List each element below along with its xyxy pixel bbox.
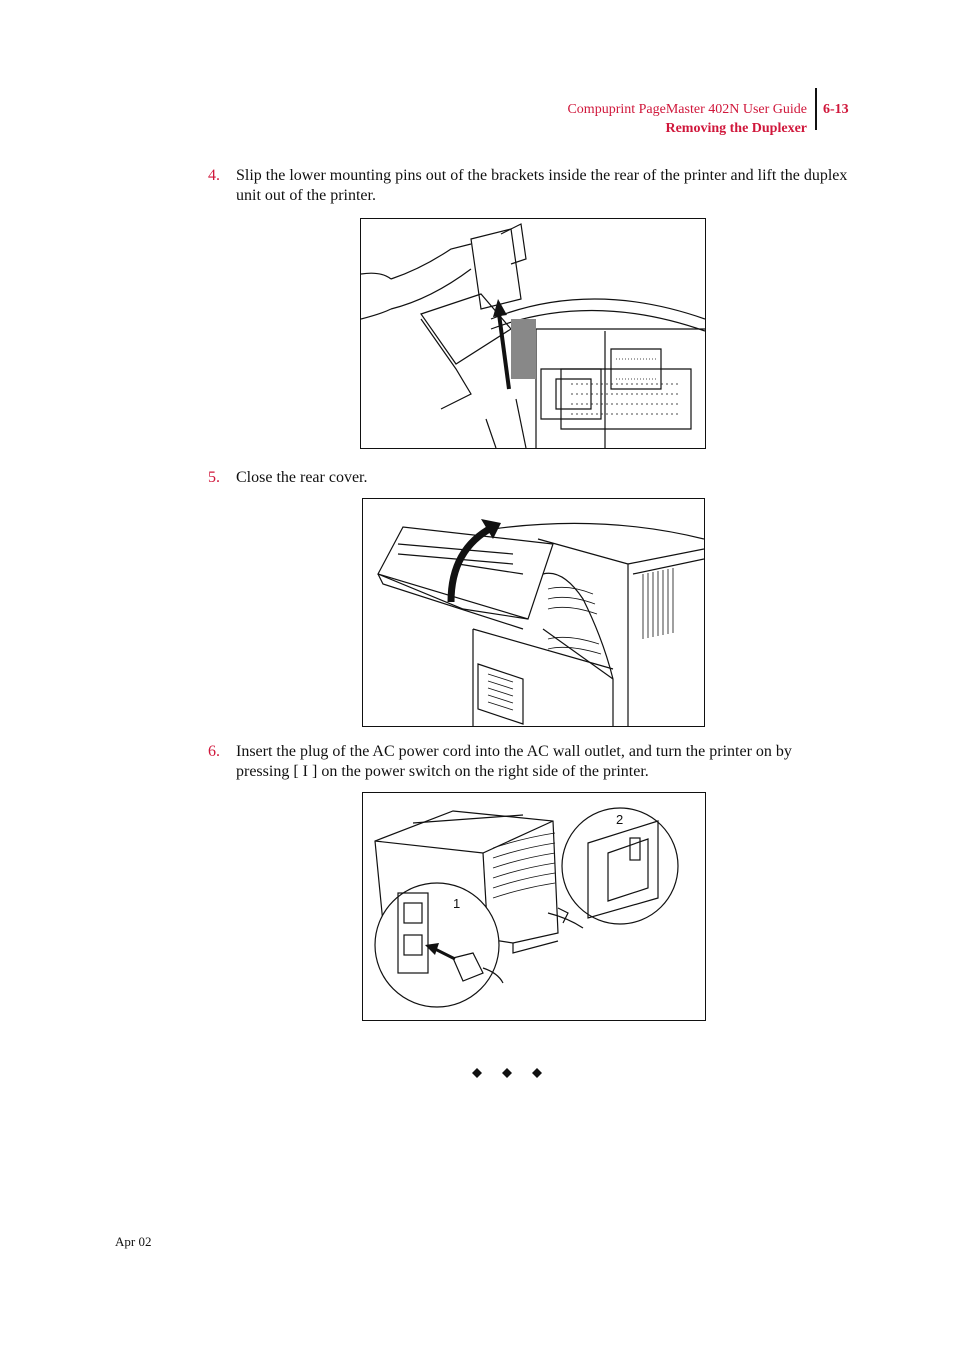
- end-of-section-diamonds: [472, 1068, 542, 1078]
- header-divider: [815, 88, 817, 130]
- step-text: Slip the lower mounting pins out of the …: [236, 167, 848, 204]
- step-5: 5. Close the rear cover.: [208, 468, 848, 488]
- figure-remove-duplexer: [360, 218, 706, 449]
- switch-magnifier: [561, 807, 679, 925]
- footer-date: Apr 02: [115, 1234, 152, 1249]
- printer-rear-cover-illustration: [377, 519, 704, 726]
- printer-power-illustration: 2 1: [374, 807, 679, 1008]
- page-number: 6-13: [823, 102, 849, 117]
- callout-1-label: 1: [453, 896, 460, 911]
- figure-close-rear-cover: [362, 498, 705, 727]
- step-4: 4. Slip the lower mounting pins out of t…: [208, 166, 848, 206]
- guide-title: Compuprint PageMaster 402N User Guide: [567, 102, 807, 117]
- step-6: 6. Insert the plug of the AC power cord …: [208, 742, 848, 782]
- step-number: 5.: [208, 469, 220, 486]
- step-number: 6.: [208, 743, 220, 760]
- diamond-icon: [532, 1068, 542, 1078]
- figure-power-on: 2 1: [362, 792, 706, 1021]
- diamond-icon: [502, 1068, 512, 1078]
- running-header: Compuprint PageMaster 402N User Guide Re…: [567, 100, 807, 138]
- step-text: Insert the plug of the AC power cord int…: [236, 743, 792, 780]
- printer-rear-duplex-illustration: [361, 223, 705, 448]
- step-text: Close the rear cover.: [236, 469, 368, 486]
- section-title: Removing the Duplexer: [665, 121, 807, 136]
- callout-2-label: 2: [616, 812, 623, 827]
- diamond-icon: [472, 1068, 482, 1078]
- step-number: 4.: [208, 167, 220, 184]
